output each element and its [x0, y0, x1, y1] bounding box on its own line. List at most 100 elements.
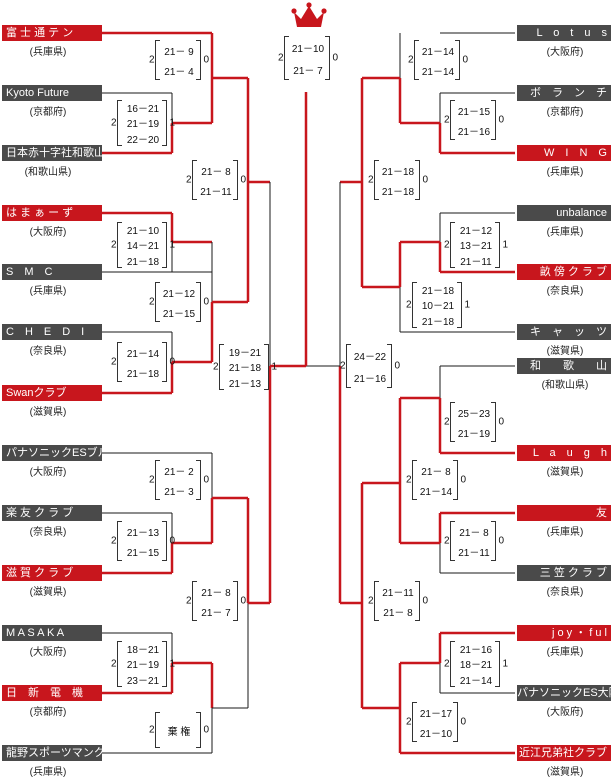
- right-team-name: キ ャ ッ ツ: [517, 324, 611, 340]
- team-prefecture: (大阪府): [29, 227, 67, 238]
- games-won-left: 2: [408, 54, 414, 66]
- games-won-left: 2: [213, 361, 219, 373]
- team-prefecture: (滋賀県): [546, 346, 584, 357]
- games-won-left: 2: [111, 239, 117, 251]
- team-prefecture: (兵庫県): [546, 167, 584, 178]
- games-won-right: 0: [394, 360, 400, 372]
- team-prefecture: (滋賀県): [29, 407, 67, 418]
- games-won-right: 0: [498, 535, 504, 547]
- team-prefecture: (大阪府): [29, 647, 67, 658]
- games-won-right: 0: [169, 356, 175, 368]
- set-score: 21－15: [457, 106, 491, 118]
- games-won-left: 2: [111, 658, 117, 670]
- team-prefecture: (兵庫県): [29, 767, 67, 778]
- set-score: 21－ 7: [201, 607, 231, 619]
- right-team-name: 近江兄弟社クラブ: [517, 745, 611, 761]
- set-score: 21－11: [458, 547, 490, 559]
- left-team-name: 日 新 電 機: [2, 685, 102, 701]
- set-score: 21－11: [200, 186, 232, 198]
- set-score: 21－ 8: [421, 466, 451, 478]
- games-won-right: 1: [502, 658, 508, 670]
- games-won-right: 1: [169, 117, 175, 129]
- set-score: 21－18: [381, 166, 415, 178]
- team-prefecture: (滋賀県): [29, 587, 67, 598]
- set-score: 21－14: [126, 348, 160, 360]
- games-won-right: 0: [169, 535, 175, 547]
- games-won-left: 2: [406, 474, 412, 486]
- games-won-left: 2: [368, 595, 374, 607]
- left-team-name: 富 士 通 テ ン: [2, 25, 102, 41]
- right-team-name: L a u g h: [517, 445, 611, 461]
- games-won-right: 0: [240, 595, 246, 607]
- games-won-right: 1: [502, 239, 508, 251]
- games-won-left: 2: [406, 299, 412, 311]
- games-won-left: 2: [149, 54, 155, 66]
- games-won-left: 2: [340, 360, 346, 372]
- match-score: 2 0 25－23 21－19: [444, 402, 504, 442]
- right-team-name: 三 笠 ク ラ ブ: [517, 565, 611, 581]
- left-team-name: は ま ぁ ー ず: [2, 205, 102, 221]
- set-score: 21－ 8: [201, 166, 231, 178]
- team-prefecture: (和歌山県): [541, 380, 589, 391]
- right-team-name: ボ ラ ン チ: [517, 85, 611, 101]
- team-prefecture: (奈良県): [546, 587, 584, 598]
- games-won-left: 2: [149, 474, 155, 486]
- set-score: 21－10: [419, 728, 453, 740]
- set-score: 25－23: [457, 408, 491, 420]
- games-won-right: 0: [462, 54, 468, 66]
- right-team-name: W I N G: [517, 145, 611, 161]
- team-prefecture: (兵庫県): [546, 647, 584, 658]
- set-score: 21－12: [459, 226, 493, 238]
- left-team-name: Kyoto Future: [2, 85, 102, 101]
- games-won-left: 2: [444, 114, 450, 126]
- team-prefecture: (兵庫県): [29, 47, 67, 58]
- set-score: 18－21: [126, 645, 160, 657]
- games-won-left: 2: [444, 416, 450, 428]
- set-score: 21－13: [126, 527, 160, 539]
- team-prefecture: (大阪府): [546, 707, 584, 718]
- set-score: 13－21: [459, 241, 493, 253]
- right-team-name: unbalance: [517, 205, 611, 221]
- games-won-right: 1: [169, 658, 175, 670]
- games-won-right: 0: [498, 416, 504, 428]
- games-won-right: 0: [203, 54, 209, 66]
- team-prefecture: (大阪府): [546, 47, 584, 58]
- set-score: 21－ 7: [293, 65, 323, 77]
- set-score: 21－18: [228, 363, 262, 375]
- games-won-right: 0: [498, 114, 504, 126]
- set-score: 22－20: [126, 134, 160, 146]
- set-score: 21－17: [419, 708, 453, 720]
- games-won-left: 2: [111, 117, 117, 129]
- set-score: 21－18: [421, 316, 455, 328]
- team-prefecture: (奈良県): [546, 286, 584, 297]
- team-prefecture: (京都府): [29, 107, 67, 118]
- games-won-right: 1: [271, 361, 277, 373]
- set-score: 棄 権: [167, 726, 191, 738]
- games-won-left: 2: [111, 356, 117, 368]
- set-score: 21－19: [457, 428, 491, 440]
- left-team-name: 日本赤十字社和歌山医療: [2, 145, 102, 161]
- games-won-right: 0: [422, 595, 428, 607]
- set-score: 21－11: [460, 256, 492, 268]
- left-team-name: Swanクラブ: [2, 385, 102, 401]
- team-prefecture: (滋賀県): [546, 467, 584, 478]
- team-prefecture: (兵庫県): [29, 286, 67, 297]
- set-score: 18－21: [459, 660, 493, 672]
- team-prefecture: (京都府): [546, 107, 584, 118]
- set-score: 21－10: [126, 226, 160, 238]
- set-score: 21－ 2: [164, 466, 194, 478]
